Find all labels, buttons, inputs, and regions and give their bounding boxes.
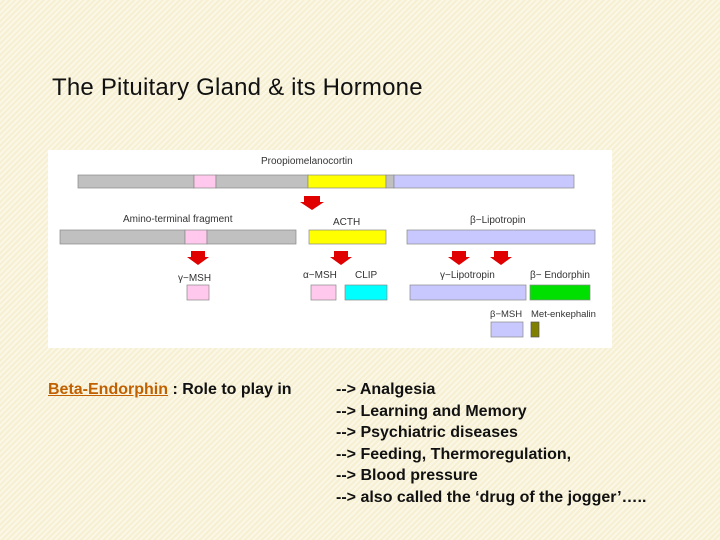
gamma-msh-label: γ−MSH	[178, 273, 211, 284]
role-item: --> Psychiatric diseases	[336, 424, 518, 441]
amino-pink-segment	[184, 229, 208, 245]
pomc-gray-mid	[215, 174, 309, 189]
beta-endorphin-bar	[529, 284, 591, 301]
role-item: --> Learning and Memory	[336, 402, 527, 420]
alpha-msh-bar	[310, 284, 337, 301]
gamma-lipotropin-label: γ−Lipotropin	[440, 270, 495, 281]
cleavage-arrow-1	[300, 196, 324, 210]
cleavage-arrow-3	[330, 251, 352, 265]
role-item: --> Blood pressure	[336, 467, 478, 484]
acth-bar	[308, 229, 387, 245]
beta-endorphin-link[interactable]: Beta-Endorphin	[48, 381, 168, 398]
met-enkephalin-label: Met-enkephalin	[531, 309, 596, 320]
role-item: --> Feeding, Thermoregulation,	[336, 445, 572, 463]
beta-endorphin-label: β− Endorphin	[530, 270, 590, 281]
role-item: --> also called the ‘drug of the jogger’…	[336, 488, 647, 506]
cleavage-arrow-4	[448, 251, 470, 265]
acth-label: ACTH	[333, 217, 360, 228]
pomc-gray-left	[77, 174, 195, 189]
lead-text: : Role to play in	[168, 381, 292, 398]
amino-gray-left	[59, 229, 186, 245]
beta-msh-bar	[490, 321, 524, 338]
role-item: --> Analgesia	[336, 381, 436, 398]
gamma-lipotropin-bar	[409, 284, 527, 301]
lead-line: Beta-Endorphin : Role to play in	[48, 379, 292, 401]
pomc-pink-segment	[193, 174, 217, 189]
roles-list: --> Analgesia --> Learning and Memory --…	[336, 379, 646, 508]
precursor-label: Proopiomelanocortin	[261, 156, 353, 167]
cleavage-arrow-2	[187, 251, 209, 265]
beta-lipotropin-label: β−Lipotropin	[470, 215, 526, 226]
pomc-yellow-segment	[307, 174, 387, 189]
clip-label: CLIP	[355, 270, 378, 281]
alpha-msh-label: α−MSH	[303, 270, 337, 281]
cleavage-arrow-5	[490, 251, 512, 265]
amino-gray-right	[206, 229, 297, 245]
met-enkephalin-bar	[530, 321, 540, 338]
beta-msh-label: β−MSH	[490, 309, 522, 320]
pomc-gray-small	[385, 174, 395, 189]
pomc-lavender-segment	[393, 174, 575, 189]
beta-lipotropin-bar	[406, 229, 596, 245]
gamma-msh-bar	[186, 284, 210, 301]
amino-fragment-label: Amino-terminal fragment	[123, 214, 233, 225]
clip-bar	[344, 284, 388, 301]
pomc-cleavage-diagram: Proopiomelanocortin Amino-terminal fragm…	[48, 150, 612, 348]
slide-title: The Pituitary Gland & its Hormone	[52, 74, 423, 101]
